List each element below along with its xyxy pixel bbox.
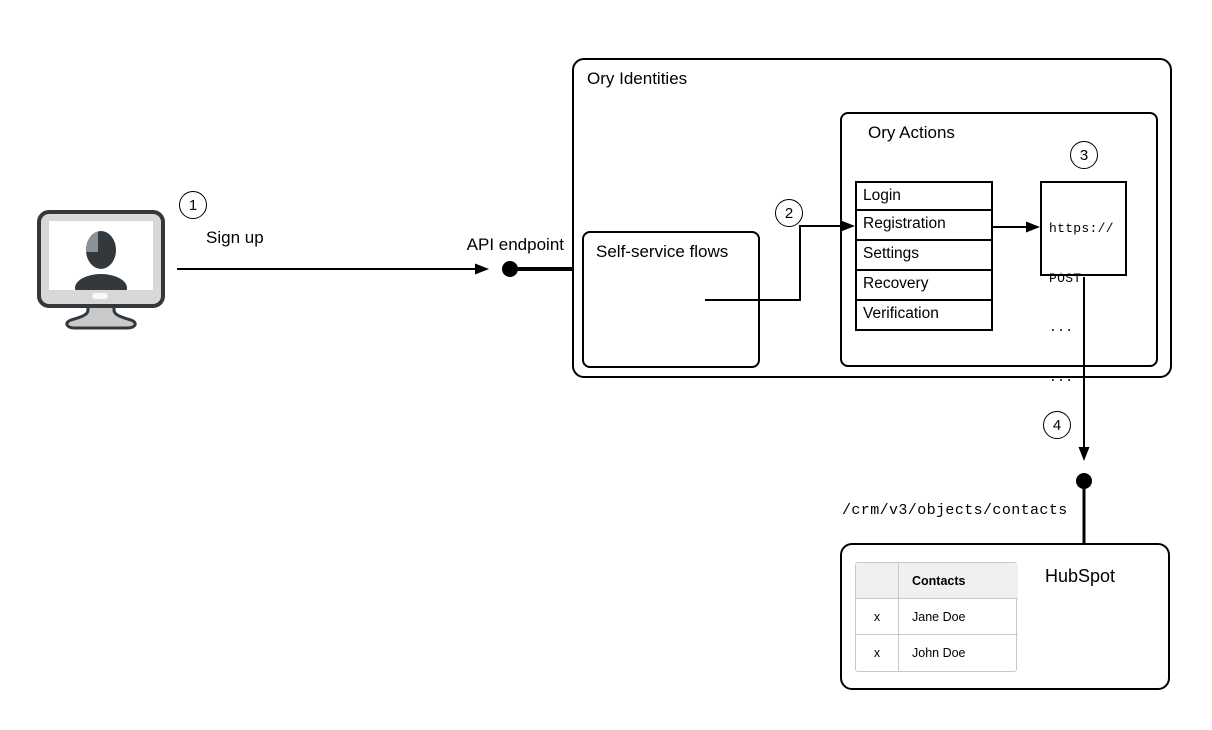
contacts-table-header-empty <box>856 563 899 599</box>
hubspot-title: HubSpot <box>1045 566 1116 586</box>
step-badge-4: 4 <box>1043 411 1071 439</box>
self-service-flows-title: Self-service flows <box>596 242 729 261</box>
monitor-button <box>92 293 108 299</box>
step-number: 1 <box>188 196 198 214</box>
flow-row-settings: Settings <box>855 241 993 271</box>
step-badge-1: 1 <box>179 191 207 219</box>
contacts-row-name: John Doe <box>912 646 966 660</box>
contacts-row-name: Jane Doe <box>899 599 1018 635</box>
webhook-to-hubspot-arrowhead <box>1078 447 1090 461</box>
step-badge-3: 3 <box>1070 141 1098 169</box>
flows-menu: Login Registration Settings Recovery Ver… <box>855 181 993 331</box>
code-line: ... <box>1049 369 1074 385</box>
code-line: https:// <box>1049 221 1114 236</box>
signup-label: Sign up <box>206 228 264 247</box>
webhook-code-box: https:// POST ... ... <box>1040 181 1127 385</box>
hubspot-endpoint-dot <box>1076 473 1092 489</box>
contacts-table: Contacts x Jane Doe x John Doe <box>855 562 1018 672</box>
flow-row-login: Login <box>855 181 993 211</box>
flow-row-recovery: Recovery <box>855 271 993 301</box>
self-service-flows-box: Self-service flows <box>582 231 760 368</box>
code-line: POST <box>1049 270 1082 286</box>
step-number: 3 <box>1079 146 1089 164</box>
step-number: 2 <box>784 204 794 222</box>
contacts-row-marker: x <box>856 599 899 635</box>
flow-row-registration: Registration <box>855 211 993 241</box>
contacts-row-marker: x <box>856 635 899 671</box>
ory-identities-title: Ory Identities <box>587 69 688 88</box>
api-endpoint-dot <box>502 261 518 277</box>
api-endpoint-label: API endpoint <box>466 235 564 254</box>
hubspot-endpoint-path: /crm/v3/objects/contacts <box>842 502 1068 519</box>
signup-arrowhead <box>475 263 489 275</box>
user-silhouette-icon <box>75 231 127 290</box>
ory-actions-title: Ory Actions <box>868 123 955 142</box>
step-badge-2: 2 <box>775 199 803 227</box>
contacts-table-header-contacts: Contacts <box>899 563 1018 599</box>
code-line: ... <box>1049 320 1074 335</box>
monitor-stand <box>65 302 137 330</box>
user-monitor-icon <box>37 210 165 330</box>
step-number: 4 <box>1052 416 1062 434</box>
flow-row-verification: Verification <box>855 301 993 331</box>
